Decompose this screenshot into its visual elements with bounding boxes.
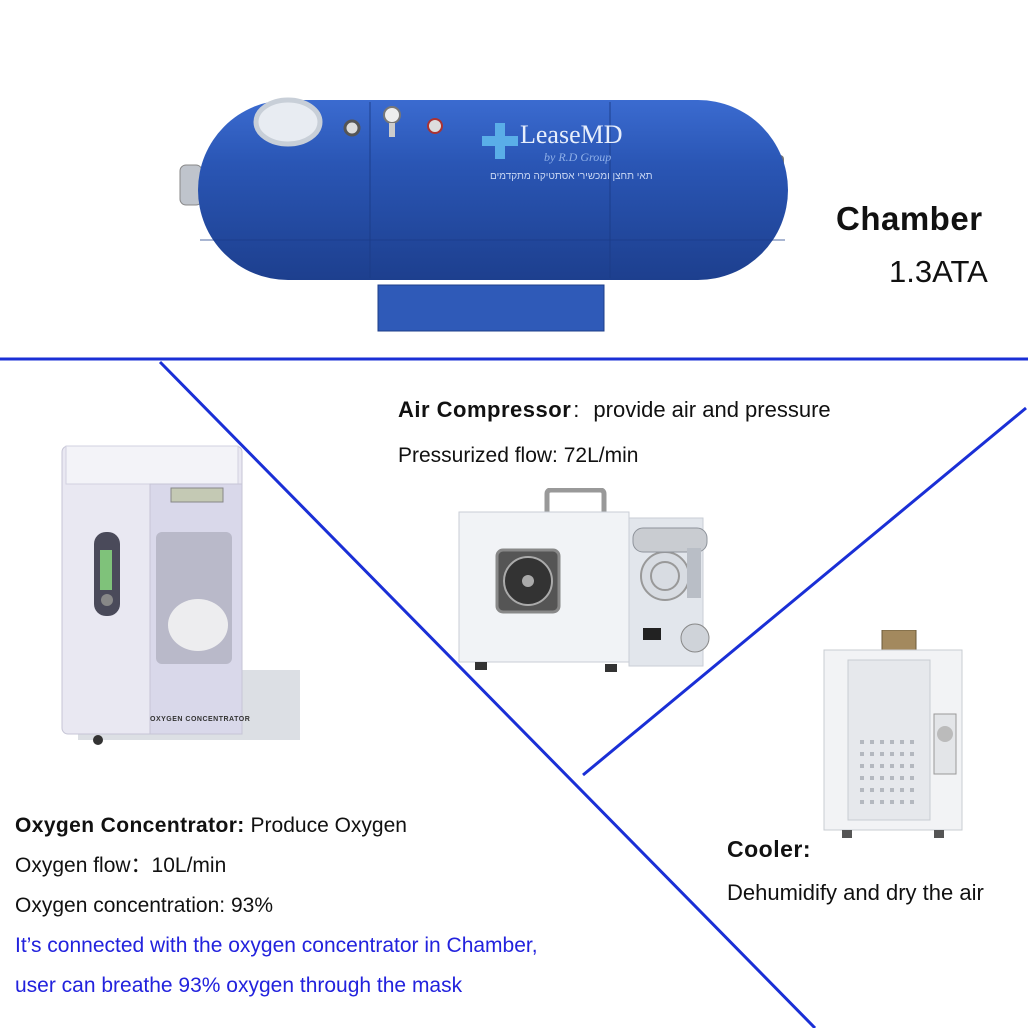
chamber-image xyxy=(179,97,788,332)
air-compressor-image xyxy=(458,488,710,672)
chamber-title: Chamber xyxy=(836,200,983,237)
air-compressor-separator: : xyxy=(573,397,580,422)
leasemd-logo-icon xyxy=(482,123,518,159)
air-compressor-description: provide air and pressure xyxy=(593,397,831,422)
chamber-pressure: 1.3ATA xyxy=(889,254,988,289)
cooler-description: Dehumidify and dry the air xyxy=(727,880,984,905)
air-compressor-title: Air Compressor xyxy=(398,397,572,422)
air-compressor-heading: Air Compressor: provide air and pressure xyxy=(398,397,831,423)
diagonal-divider-right xyxy=(582,406,1027,777)
oxygen-note-line2: user can breathe 93% oxygen through the … xyxy=(15,974,463,997)
air-compressor-flow: Pressurized flow: 72L/min xyxy=(398,444,639,467)
oxygen-concentrator-title: Oxygen Concentrator: xyxy=(15,814,245,837)
chamber-brand-sub: by R.D Group xyxy=(544,150,612,164)
oxygen-concentrator-image xyxy=(61,445,300,745)
oxygen-concentration: Oxygen concentration: 93% xyxy=(15,894,273,917)
chamber-brand: LeaseMD xyxy=(520,120,623,149)
diagonal-divider-left xyxy=(158,360,817,1028)
oxygen-concentrator-device-label: OXYGEN CONCENTRATOR xyxy=(150,716,251,723)
oxygen-concentrator-heading: Oxygen Concentrator: Produce Oxygen xyxy=(15,806,538,846)
oxygen-concentrator-description: Produce Oxygen xyxy=(250,814,407,837)
oxygen-concentrator-text: Oxygen Concentrator: Produce Oxygen Oxyg… xyxy=(15,806,538,1006)
cooler-image xyxy=(823,630,963,838)
cooler-title: Cooler: xyxy=(727,836,811,862)
oxygen-flow: Oxygen flow：10L/min xyxy=(15,854,227,877)
chamber-brand-tagline: תאי תחצן ומכשירי אסתטיקה מתקדמים xyxy=(490,171,653,182)
oxygen-note-line1: It’s connected with the oxygen concentra… xyxy=(15,934,538,957)
